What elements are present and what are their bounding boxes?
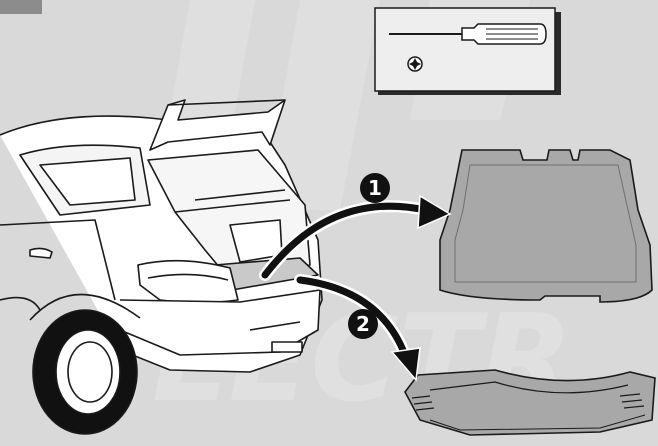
step-badge-2: 2 xyxy=(348,309,378,339)
sill-trim-panel xyxy=(405,370,655,435)
step-number-1: 1 xyxy=(368,176,382,200)
phillips-screw-icon xyxy=(408,57,422,71)
corner-tab xyxy=(0,0,42,14)
tool-panel xyxy=(375,8,561,95)
luggage-floor-panel xyxy=(440,150,652,302)
step-number-2: 2 xyxy=(356,312,370,336)
step-badge-1: 1 xyxy=(360,173,390,203)
